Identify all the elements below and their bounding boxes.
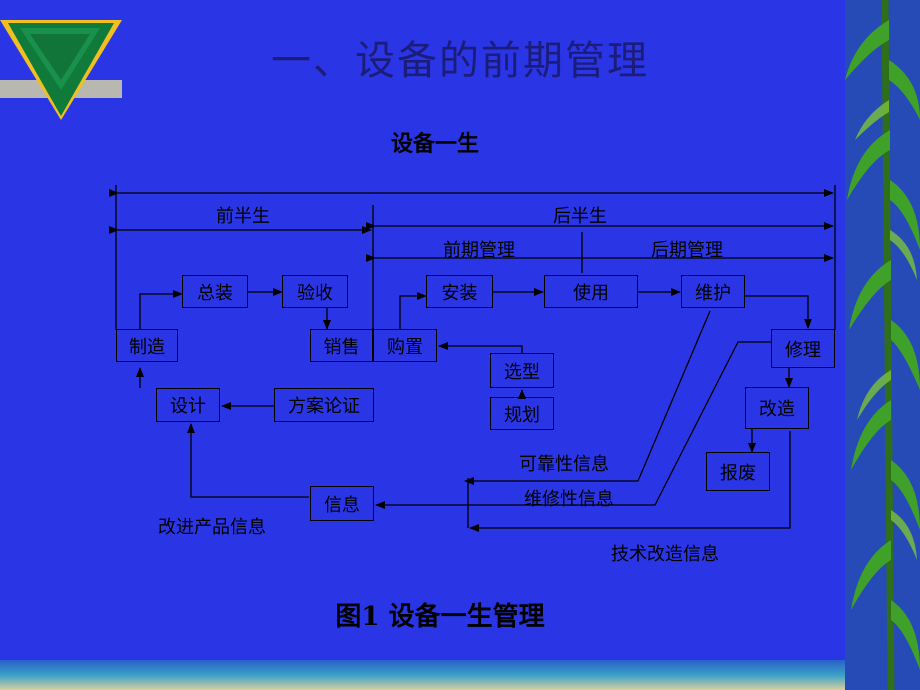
box-maintain: 维护: [681, 275, 745, 308]
box-scrap: 报废: [706, 452, 770, 491]
figure-caption: 图1 设备一生管理: [335, 602, 545, 632]
box-manufacture: 制造: [116, 329, 178, 362]
box-selection: 选型: [490, 353, 554, 388]
bamboo-decoration: [845, 0, 920, 690]
sea-strip-decoration: [0, 660, 845, 690]
box-scheme-argument: 方案论证: [274, 388, 374, 422]
label-late-management: 后期管理: [651, 240, 723, 261]
label-maintainability-info: 维修性信息: [524, 489, 614, 510]
box-sales: 销售: [310, 329, 373, 362]
box-modify: 改造: [745, 387, 809, 429]
box-use: 使用: [544, 275, 638, 308]
box-information: 信息: [310, 486, 374, 521]
label-reliability-info: 可靠性信息: [519, 454, 609, 475]
label-first-half: 前半生: [216, 206, 270, 227]
label-early-management: 前期管理: [443, 240, 515, 261]
box-assembly: 总装: [182, 275, 248, 308]
diagram-subtitle: 设备一生: [390, 131, 479, 157]
triangle-logo-icon: [0, 20, 122, 120]
label-second-half: 后半生: [553, 206, 607, 227]
page-title: 一、设备的前期管理: [271, 38, 649, 84]
box-planning: 规划: [490, 397, 554, 430]
label-improve-product-info: 改进产品信息: [158, 517, 266, 538]
box-design: 设计: [156, 388, 220, 422]
box-install: 安装: [426, 275, 493, 308]
label-tech-modify-info: 技术改造信息: [611, 544, 719, 565]
box-acceptance: 验收: [282, 275, 348, 308]
box-purchase: 购置: [373, 329, 437, 362]
box-repair: 修理: [771, 329, 835, 368]
